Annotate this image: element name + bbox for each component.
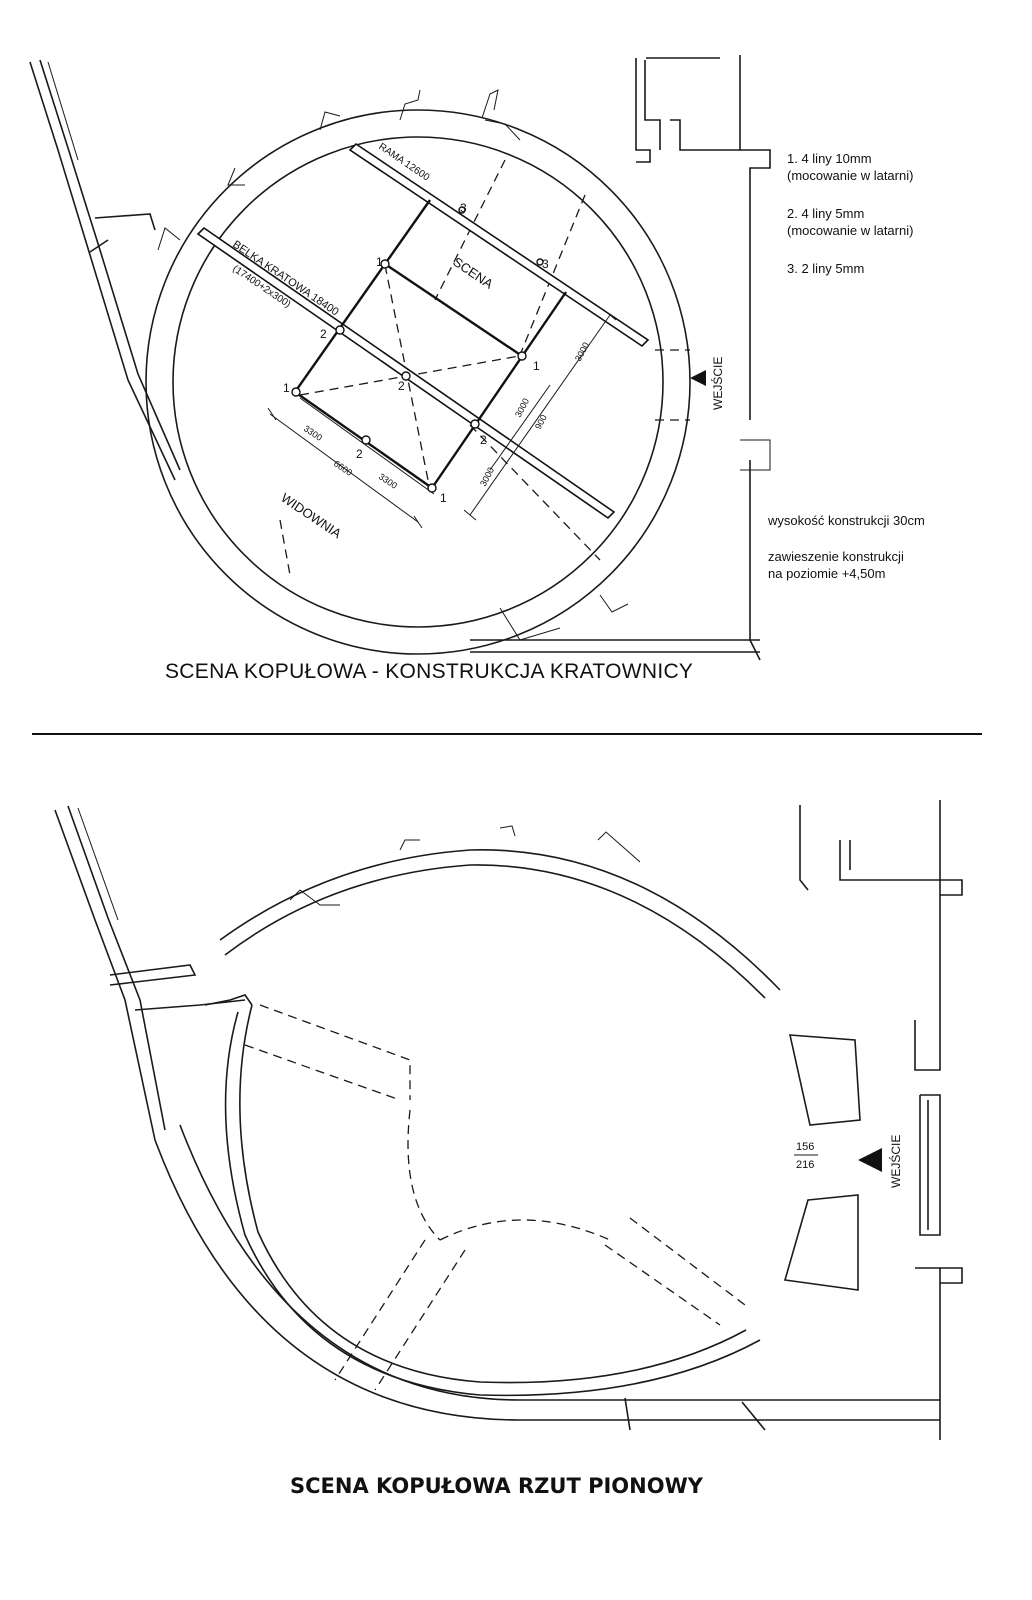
node-label-2b: 2	[398, 379, 405, 393]
left-exterior-wall	[29, 59, 181, 481]
node-label-2d: 2	[356, 447, 363, 461]
bottom-plan-title: SCENA KOPUŁOWA RZUT PIONOWY	[290, 1474, 703, 1498]
node-label-2c: 2	[480, 433, 487, 447]
bottom-upper-arc	[219, 825, 781, 999]
node-label-1b: 1	[533, 359, 540, 373]
node-label-1d: 1	[440, 491, 447, 505]
bottom-inner-dome	[204, 994, 761, 1397]
bottom-entrance-arrow	[858, 1148, 882, 1172]
suspension-nodes	[291, 206, 544, 493]
bottom-left-wall	[54, 805, 246, 1141]
dim-900: 900	[533, 413, 549, 431]
node-label-3a: 3	[460, 201, 467, 215]
door-denominator: 216	[796, 1159, 814, 1171]
entrance-label: WEJŚCIE	[710, 357, 725, 410]
node-label-1a: 1	[376, 255, 383, 269]
legend-item-2: 2. 4 liny 5mm (mocowanie w latarni)	[787, 206, 914, 238]
node-label-3b: 3	[542, 257, 549, 271]
dim-3000-c: 3000	[478, 466, 496, 488]
legend-item-1: 1. 4 liny 10mm (mocowanie w latarni)	[787, 151, 914, 183]
dashed-partitions	[279, 159, 690, 576]
widownia-label: WIDOWNIA	[278, 490, 344, 541]
top-plan-title: SCENA KOPUŁOWA - KONSTRUKCJA KRATOWNICY	[165, 660, 694, 683]
legend-item-3: 3. 2 liny 5mm	[787, 261, 865, 276]
node-label-2a: 2	[320, 327, 327, 341]
note-suspension: zawieszenie konstrukcji na poziomie +4,5…	[768, 549, 904, 581]
bottom-entrance-label: WEJŚCIE	[888, 1135, 903, 1188]
node-label-1c: 1	[283, 381, 290, 395]
door-numerator: 156	[796, 1141, 814, 1153]
dome-rings	[145, 109, 691, 655]
dim-3300-b: 3300	[377, 471, 399, 490]
bottom-stage-dashed	[244, 1004, 746, 1391]
dim-3000-a: 3000	[573, 341, 591, 363]
ring-protrusions	[157, 89, 629, 641]
bottom-right-structure	[624, 800, 963, 1431]
right-building-wall	[470, 55, 771, 661]
section-divider	[32, 733, 982, 735]
note-height: wysokość konstrukcji 30cm	[768, 513, 925, 528]
rama-beam	[348, 142, 650, 348]
bottom-outer-wall	[154, 1124, 941, 1440]
truss-plan-drawing: RAMA 12600 BELKA KRATOWA 18400 (17400+2x…	[29, 55, 771, 661]
dimension-lines	[267, 309, 617, 529]
scena-label: SCENA	[450, 254, 496, 292]
dim-6600: 6600	[332, 458, 354, 477]
entrance-arrow	[690, 370, 706, 386]
